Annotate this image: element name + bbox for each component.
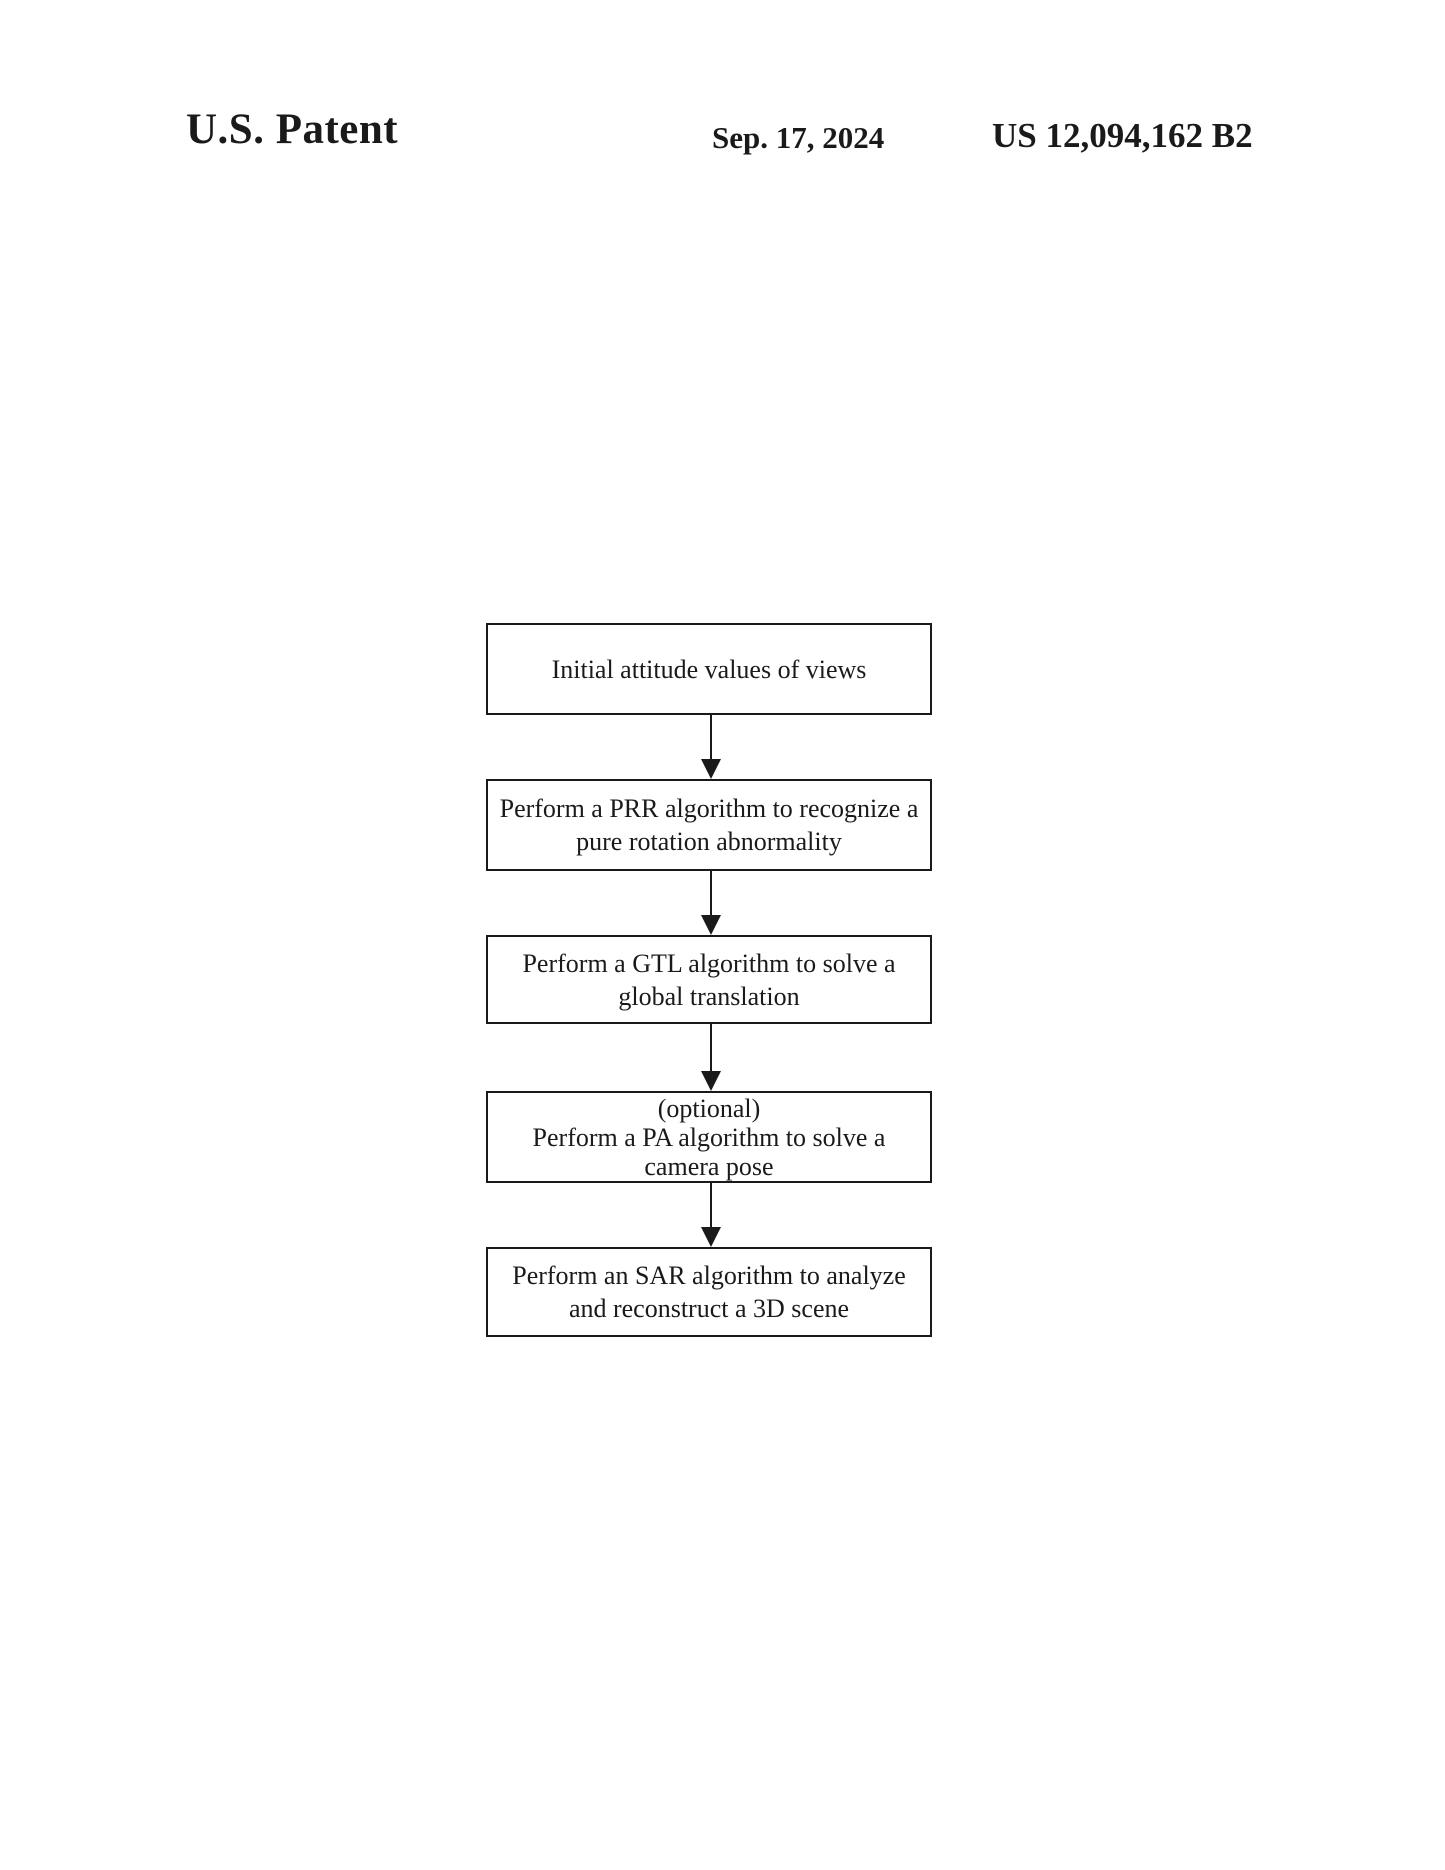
arrow-shaft — [710, 1023, 712, 1072]
arrow-shaft — [710, 714, 712, 760]
arrow-shaft — [710, 870, 712, 916]
patent-office-label: U.S. Patent — [186, 106, 399, 153]
arrow-down-icon — [701, 759, 721, 779]
arrow-shaft — [710, 1182, 712, 1228]
arrow-down-icon — [701, 915, 721, 935]
arrow-down-icon — [701, 1071, 721, 1091]
flow-step-text: Perform a GTL algorithm to solve a — [522, 948, 896, 978]
arrow-down-icon — [701, 1227, 721, 1247]
flow-step-pa-algorithm-optional: (optional) Perform a PA algorithm to sol… — [486, 1091, 932, 1183]
flow-step-sar-algorithm: Perform an SAR algorithm to analyze and … — [486, 1247, 932, 1337]
flow-step-text: pure rotation abnormality — [576, 827, 842, 856]
flow-step-prr-algorithm: Perform a PRR algorithm to recognize a p… — [486, 779, 932, 871]
flow-step-text: camera pose — [644, 1151, 774, 1181]
flow-step-text: Perform a PA algorithm to solve a — [532, 1122, 886, 1152]
flow-step-text: Perform a PRR algorithm to recognize a — [499, 794, 919, 823]
flow-step-text: Perform an SAR algorithm to analyze — [512, 1261, 906, 1290]
flow-step-text: global translation — [618, 981, 800, 1011]
flow-step-gtl-algorithm: Perform a GTL algorithm to solve a globa… — [486, 935, 932, 1024]
flow-step-text: (optional) — [657, 1093, 761, 1123]
flow-step-text: Initial attitude values of views — [551, 654, 867, 684]
patent-number: US 12,094,162 B2 — [992, 116, 1253, 155]
flow-step-initial-attitude-values: Initial attitude values of views — [486, 623, 932, 715]
flow-step-text: and reconstruct a 3D scene — [568, 1294, 850, 1323]
patent-date: Sep. 17, 2024 — [712, 120, 885, 155]
